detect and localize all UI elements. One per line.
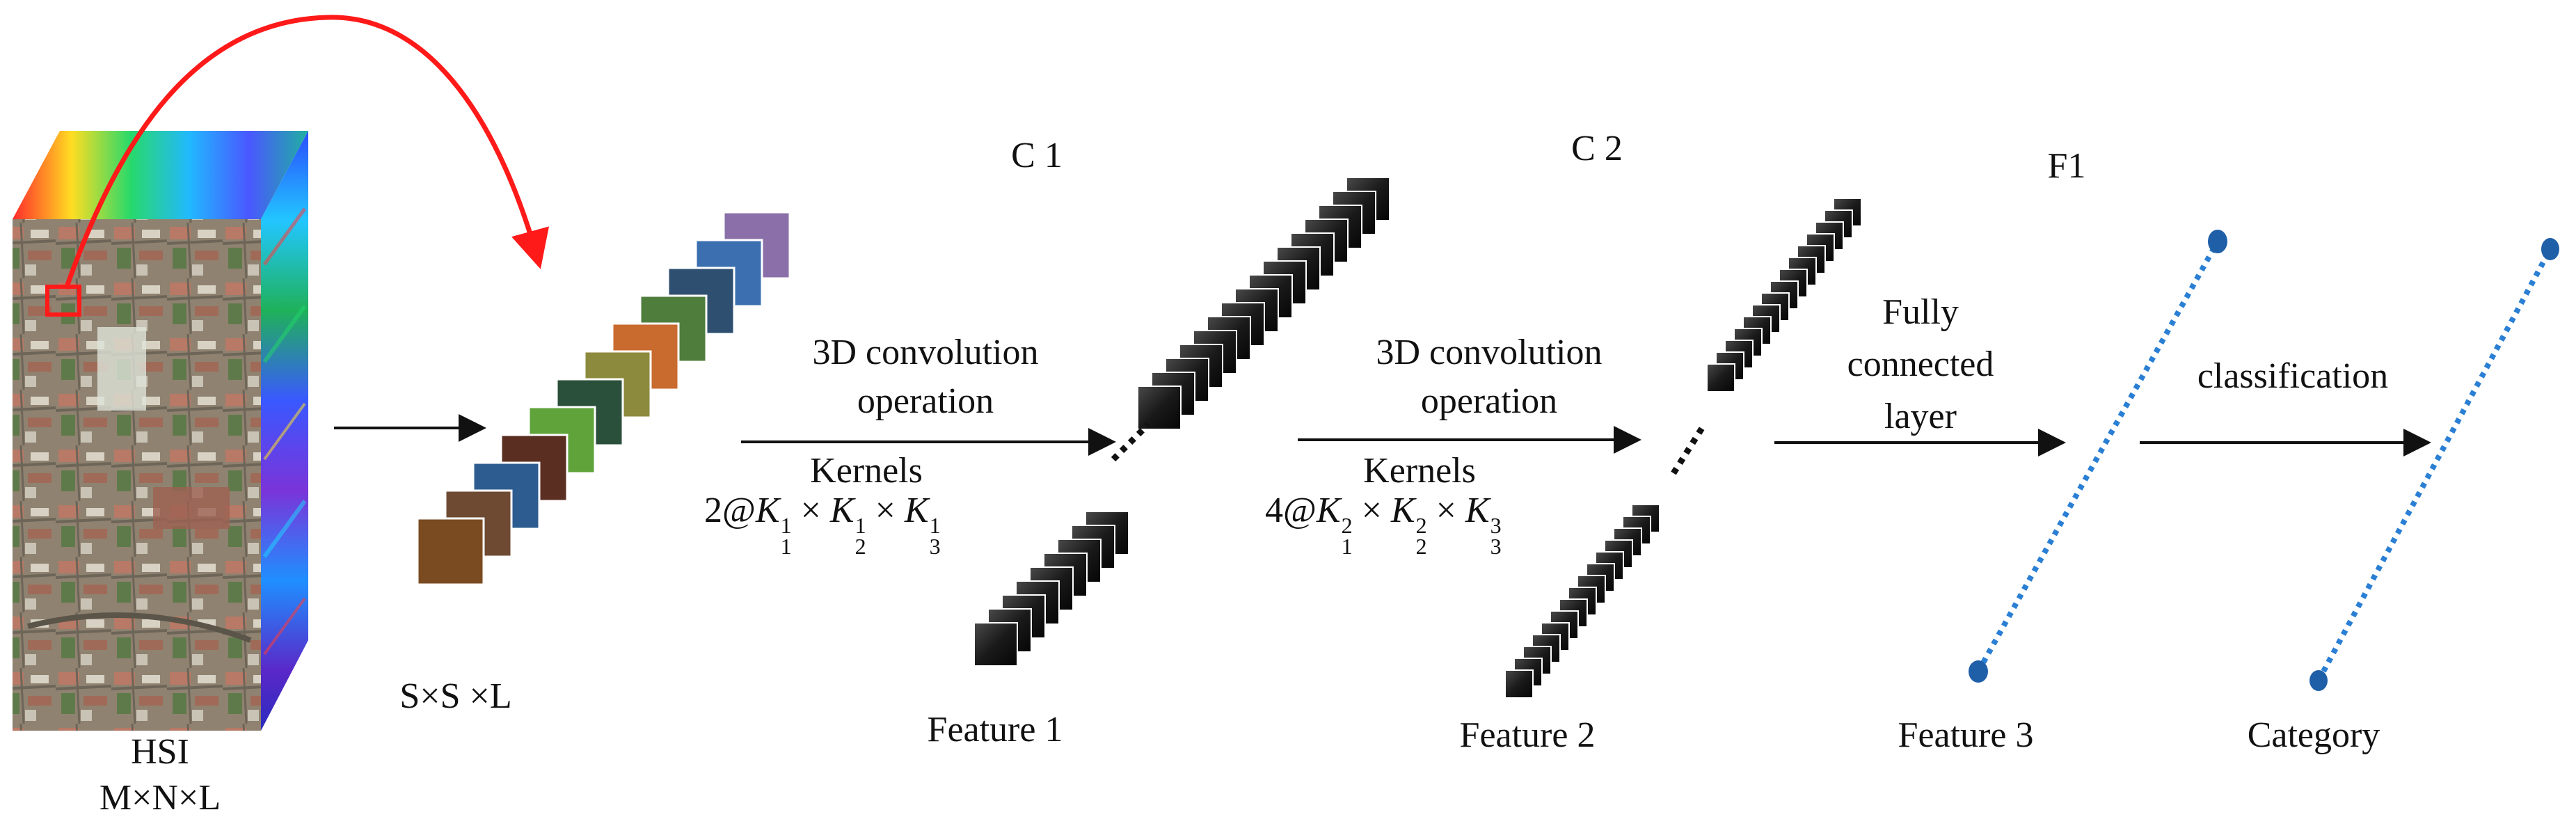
feature-1-stack-lower <box>973 511 1129 667</box>
feature-3-node-bottom <box>1969 660 1988 683</box>
category-vector <box>2309 238 2559 691</box>
kernels1-count: 2@ <box>704 491 756 530</box>
classification-label: classification <box>2197 356 2389 396</box>
kernel-sub: 1 <box>780 534 792 559</box>
kernel-sup: 1 <box>929 513 941 538</box>
kernel-sub: 3 <box>929 534 941 559</box>
op1-line2: operation <box>857 381 994 421</box>
kernel-sup: 2 <box>1415 513 1427 538</box>
c1-label: C 1 <box>1011 136 1063 175</box>
kernel-symbol: K <box>1390 491 1415 530</box>
feature-2-stack-upper <box>1706 198 1862 392</box>
kernel-symbol: K <box>1316 491 1341 530</box>
op1-line1: 3D convolution <box>812 333 1039 372</box>
category-node-top <box>2541 238 2559 260</box>
hsi-label: HSI <box>131 732 189 772</box>
patch-dimensions: S×S ×L <box>399 676 512 716</box>
kernel-sup: 2 <box>1341 513 1353 538</box>
hsi-cube <box>13 131 308 731</box>
category-label: Category <box>2247 715 2380 755</box>
fc-line1: Fully <box>1882 292 1959 332</box>
patch-extraction-arrow <box>63 15 549 290</box>
feature-2-stack-lower <box>1504 504 1660 699</box>
feature-3-vector <box>1969 230 2227 683</box>
kernel-sup: 1 <box>780 513 792 538</box>
kernel-sup: 1 <box>854 513 866 538</box>
times-sign: × <box>1436 491 1456 530</box>
hsi-dimensions: M×N×L <box>99 778 221 818</box>
times-sign: × <box>800 491 821 530</box>
kernels2-title: Kernels <box>1363 451 1476 491</box>
feature-2-ellipsis <box>1671 424 1706 475</box>
kernel-symbol: K <box>755 491 780 530</box>
times-sign: × <box>1361 491 1382 530</box>
feature-1-label: Feature 1 <box>927 710 1063 749</box>
feature-3-node-top <box>2208 230 2227 253</box>
feature-3-label: Feature 3 <box>1898 715 2034 755</box>
op2-line1: 3D convolution <box>1376 333 1603 372</box>
kernel-symbol: K <box>829 491 854 530</box>
kernel-symbol: K <box>1465 491 1490 530</box>
fc-line2: connected <box>1847 344 1994 384</box>
feature-1-ellipsis <box>1111 422 1151 462</box>
patch-stack <box>416 211 791 586</box>
kernels2-count: 4@ <box>1265 491 1317 530</box>
kernel-sub: 2 <box>854 534 866 559</box>
kernel-sub: 3 <box>1490 534 1502 559</box>
kernel-sub: 1 <box>1341 534 1353 559</box>
c2-label: C 2 <box>1571 129 1623 168</box>
f1-label: F1 <box>2047 146 2086 186</box>
kernel-sub: 2 <box>1415 534 1427 559</box>
kernels1-title: Kernels <box>810 451 923 491</box>
feature-1-stack-upper <box>1137 177 1390 430</box>
kernel-sup: 3 <box>1490 513 1502 538</box>
fc-line3: layer <box>1884 397 1957 436</box>
kernel-symbol: K <box>904 491 929 530</box>
feature-2-label: Feature 2 <box>1459 715 1596 755</box>
selected-patch-marker <box>45 285 81 317</box>
times-sign: × <box>875 491 896 530</box>
category-node-bottom <box>2309 670 2328 691</box>
op2-line2: operation <box>1420 381 1558 421</box>
